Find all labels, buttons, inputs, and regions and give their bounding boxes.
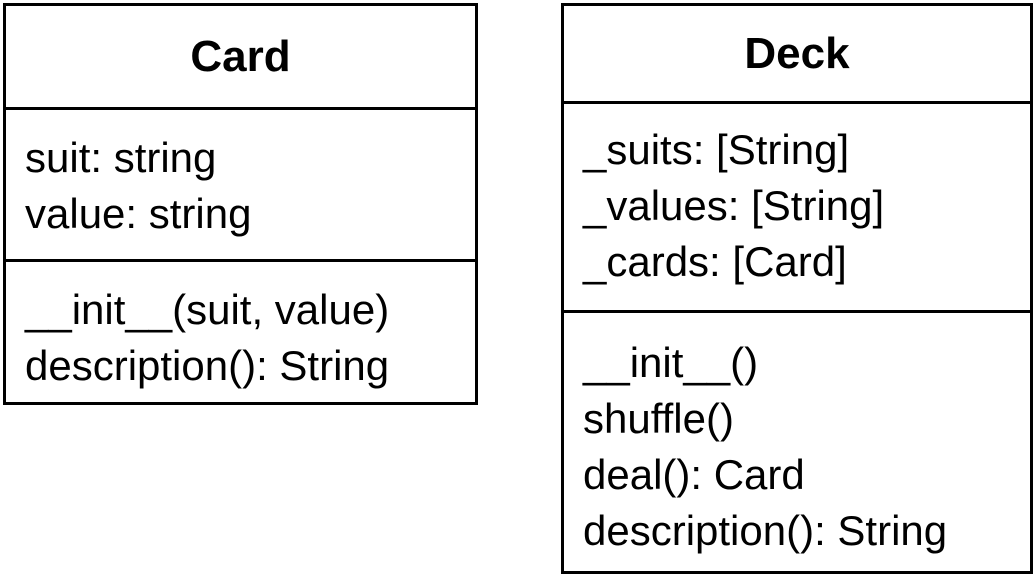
attribute-row: suit: string (25, 134, 217, 181)
deck-class-box: Deck _suits: [String] _values: [String] … (561, 3, 1033, 574)
method-row: __init__(suit, value) (25, 286, 390, 333)
attribute-row: _values: [String] (583, 182, 885, 229)
card-class-box: Card suit: string value: string __init__… (3, 3, 478, 405)
method-row: shuffle() (583, 395, 734, 442)
method-row: description(): String (583, 507, 948, 554)
methods-section: __init__(suit, value) description(): Str… (6, 262, 475, 394)
method-row: deal(): Card (583, 451, 805, 498)
methods-section: __init__() shuffle() deal(): Card descri… (564, 313, 1030, 559)
attribute-row: value: string (25, 190, 252, 237)
attribute-row: _suits: [String] (583, 126, 850, 173)
method-row: __init__() (583, 339, 759, 386)
attribute-row: _cards: [Card] (583, 238, 847, 285)
attributes-section: suit: string value: string (6, 110, 475, 262)
class-name: Deck (564, 6, 1030, 104)
attributes-section: _suits: [String] _values: [String] _card… (564, 104, 1030, 313)
method-row: description(): String (25, 342, 390, 389)
class-name: Card (6, 6, 475, 110)
